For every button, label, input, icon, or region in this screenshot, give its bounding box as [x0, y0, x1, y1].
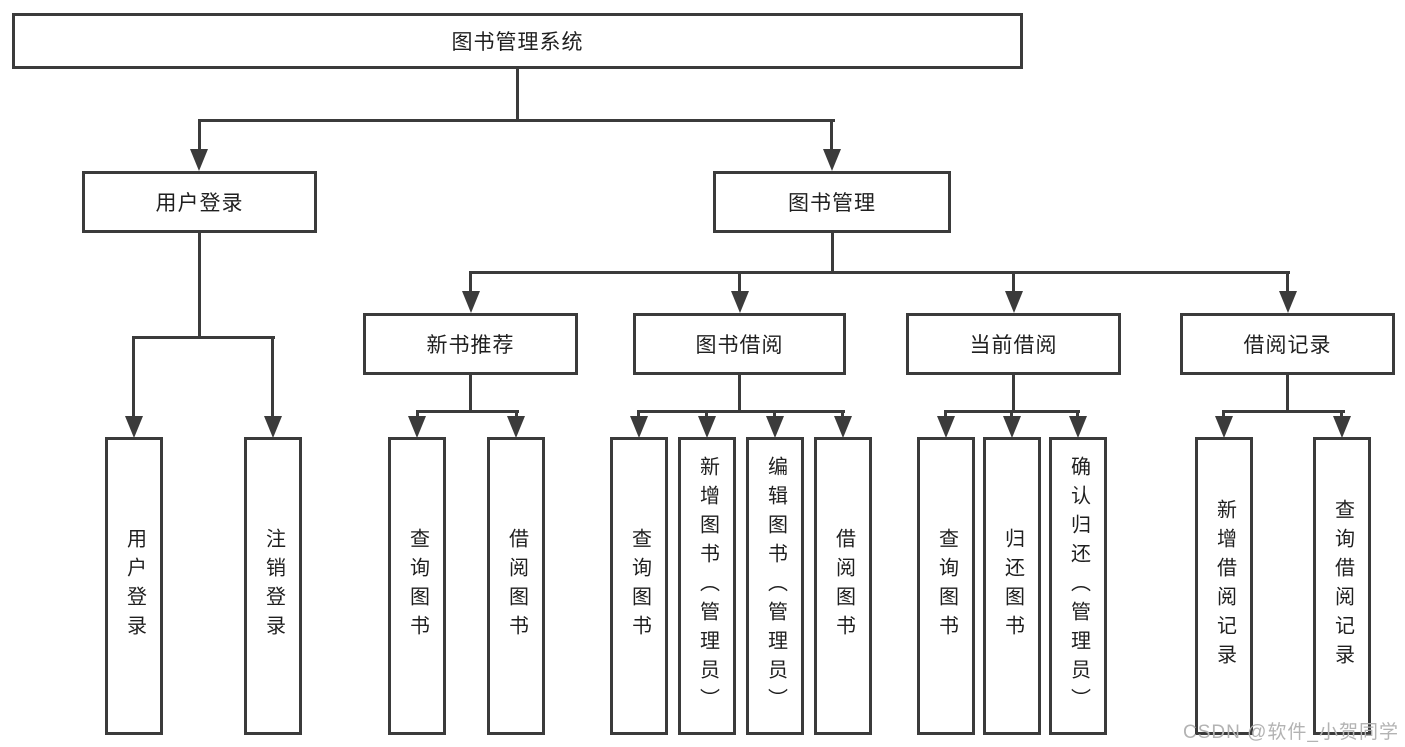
connector-drop-nb-leaf2: [515, 410, 518, 420]
leaf-confirm-return-admin: 确认归还（管理员）: [1049, 437, 1107, 735]
node-book-management: 图书管理: [713, 171, 951, 233]
leaf-return-books: 归还图书: [983, 437, 1041, 735]
arrow-to-cb-leaf2: [1003, 416, 1021, 438]
connector-drop-br-leaf1: [1222, 410, 1225, 420]
leaf-confirm-return-admin-label: 确认归还（管理员）: [1067, 455, 1090, 717]
connector-drop-leaf-user-login: [132, 336, 135, 418]
arrow-to-cb-leaf1: [937, 416, 955, 438]
leaf-borrow-books: 借阅图书: [814, 437, 872, 735]
leaf-query-borrow-record-label: 查询借阅记录: [1331, 499, 1354, 673]
leaf-query-books-current-label: 查询图书: [935, 528, 958, 644]
leaf-query-books-recommend-label: 查询图书: [406, 528, 429, 644]
leaf-add-book-admin-label: 新增图书（管理员）: [696, 455, 719, 717]
arrow-to-new-book: [462, 291, 480, 313]
node-borrowing-records: 借阅记录: [1180, 313, 1395, 375]
connector-drop-bb-leaf1: [637, 410, 640, 420]
leaf-borrow-books-recommend: 借阅图书: [487, 437, 545, 735]
leaf-logout-label: 注销登录: [262, 528, 285, 644]
connector-drop-book-borrowing: [738, 271, 741, 295]
connector-user-login-stem: [198, 233, 201, 339]
connector-borrowing-records-branch: [1222, 410, 1345, 413]
connector-drop-br-leaf2: [1340, 410, 1343, 420]
csdn-watermark: CSDN @软件_小贺同学: [1183, 722, 1399, 743]
connector-drop-leaf-logout: [271, 336, 274, 418]
connector-drop-bb-leaf3: [773, 410, 776, 420]
leaf-borrow-books-label: 借阅图书: [832, 528, 855, 644]
connector-drop-current-borrowing: [1012, 271, 1015, 295]
connector-root-branch: [198, 119, 835, 122]
leaf-query-books-current: 查询图书: [917, 437, 975, 735]
connector-book-management-branch: [469, 271, 1290, 274]
connector-user-login-branch: [132, 336, 275, 339]
arrow-to-br-leaf2: [1333, 416, 1351, 438]
connector-drop-cb-leaf2: [1010, 410, 1013, 420]
leaf-query-books-borrowing-label: 查询图书: [628, 528, 651, 644]
arrow-to-br-leaf1: [1215, 416, 1233, 438]
leaf-add-book-admin: 新增图书（管理员）: [678, 437, 736, 735]
leaf-query-books-recommend: 查询图书: [388, 437, 446, 735]
arrow-to-nb-leaf2: [507, 416, 525, 438]
arrow-to-book-borrowing: [731, 291, 749, 313]
arrow-to-current-borrowing: [1005, 291, 1023, 313]
leaf-query-borrow-record: 查询借阅记录: [1313, 437, 1371, 735]
node-new-book-recommendation: 新书推荐: [363, 313, 578, 375]
connector-root-stem: [516, 69, 519, 122]
node-current-borrowing: 当前借阅: [906, 313, 1121, 375]
leaf-add-borrow-record-label: 新增借阅记录: [1213, 499, 1236, 673]
connector-drop-nb-leaf1: [416, 410, 419, 420]
leaf-add-borrow-record: 新增借阅记录: [1195, 437, 1253, 735]
connector-drop-new-book: [469, 271, 472, 295]
leaf-edit-book-admin: 编辑图书（管理员）: [746, 437, 804, 735]
connector-drop-book-management: [830, 119, 833, 152]
arrow-to-cb-leaf3: [1069, 416, 1087, 438]
leaf-logout: 注销登录: [244, 437, 302, 735]
node-user-login: 用户登录: [82, 171, 317, 233]
connector-drop-bb-leaf2: [705, 410, 708, 420]
leaf-user-login: 用户登录: [105, 437, 163, 735]
connector-new-book-stem: [469, 375, 472, 413]
leaf-user-login-label: 用户登录: [123, 528, 146, 644]
connector-book-borrowing-branch: [637, 410, 845, 413]
connector-drop-borrowing-records: [1286, 271, 1289, 295]
arrow-to-bb-leaf4: [834, 416, 852, 438]
connector-drop-cb-leaf1: [944, 410, 947, 420]
connector-drop-bb-leaf4: [841, 410, 844, 420]
node-library-management-system: 图书管理系统: [12, 13, 1023, 69]
arrow-to-leaf-user-login: [125, 416, 143, 438]
arrow-to-book-management: [823, 149, 841, 171]
leaf-return-books-label: 归还图书: [1001, 528, 1024, 644]
connector-book-management-stem: [831, 233, 834, 274]
connector-current-borrowing-stem: [1012, 375, 1015, 413]
connector-drop-cb-leaf3: [1076, 410, 1079, 420]
leaf-edit-book-admin-label: 编辑图书（管理员）: [764, 455, 787, 717]
arrow-to-bb-leaf2: [698, 416, 716, 438]
connector-drop-user-login: [198, 119, 201, 152]
node-book-borrowing: 图书借阅: [633, 313, 846, 375]
arrow-to-nb-leaf1: [408, 416, 426, 438]
arrow-to-borrowing-records: [1279, 291, 1297, 313]
leaf-borrow-books-recommend-label: 借阅图书: [505, 528, 528, 644]
leaf-query-books-borrowing: 查询图书: [610, 437, 668, 735]
connector-new-book-branch: [416, 410, 519, 413]
arrow-to-leaf-logout: [264, 416, 282, 438]
connector-book-borrowing-stem: [738, 375, 741, 413]
arrow-to-bb-leaf3: [766, 416, 784, 438]
arrow-to-user-login: [190, 149, 208, 171]
connector-borrowing-records-stem: [1286, 375, 1289, 413]
arrow-to-bb-leaf1: [630, 416, 648, 438]
